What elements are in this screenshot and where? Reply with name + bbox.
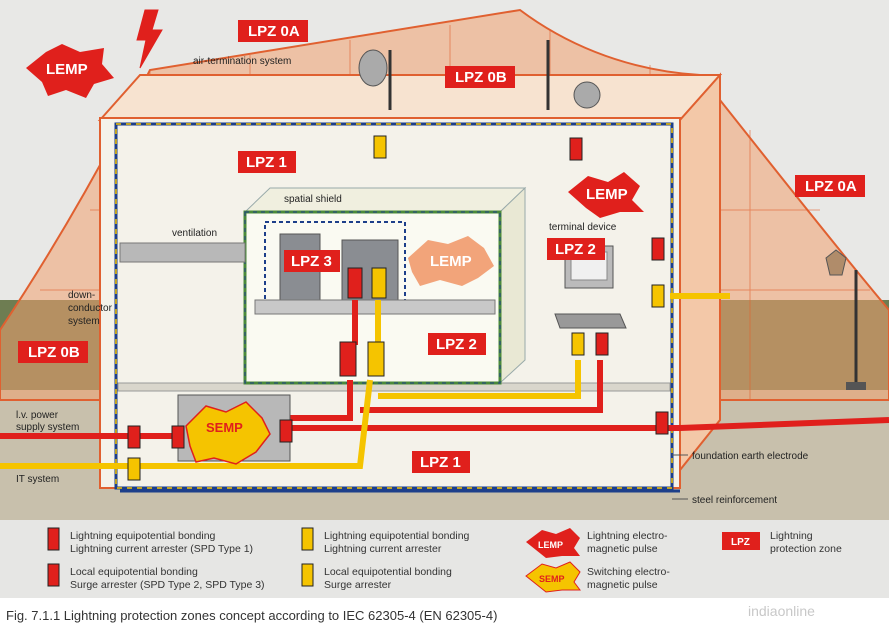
legend-item7-badge: LPZ [731, 537, 750, 548]
caption-bar: Fig. 7.1.1 Lightning protection zones co… [0, 598, 889, 637]
zone-box-lpz1-lower [412, 451, 470, 473]
zone-box-lpz0b-left [18, 341, 88, 363]
legend-icon-surge-arrester-it [301, 563, 314, 587]
spd-wall-lamp [651, 237, 665, 261]
spd-terminal-1 [571, 332, 585, 356]
label-it-system: IT system [16, 474, 59, 485]
zone-box-lpz2-center [428, 333, 486, 355]
camera-dome [573, 81, 601, 109]
spd-outgoing [655, 411, 669, 435]
figure-caption: Fig. 7.1.1 Lightning protection zones co… [6, 608, 497, 623]
legend-item6-line1: Switching electro- [587, 566, 670, 578]
zone-lpz3: LPZ 3 [291, 253, 332, 270]
spd-cabinet-1 [347, 267, 363, 299]
legend-item7-line2: protection zone [770, 543, 842, 555]
zone-lpz0a-right: LPZ 0A [805, 178, 857, 195]
legend-item1-line2: Lightning current arrester (SPD Type 1) [70, 543, 253, 555]
legend-item4-line1: Local equipotential bonding [324, 566, 452, 578]
lightning-bolt-icon [136, 9, 163, 69]
zone-lpz1-upper: LPZ 1 [246, 154, 287, 171]
legend-item6-badge: SEMP [539, 574, 565, 584]
legend: Lightning equipotential bonding Lightnin… [0, 520, 889, 598]
spatial-shield-side [499, 186, 526, 385]
data-line [0, 293, 730, 469]
label-air-termination: air-termination system [193, 56, 291, 67]
spd-type2-semp [279, 419, 293, 443]
legend-icon-spd-type1 [47, 527, 60, 551]
legend-item2-line1: Local equipotential bonding [70, 566, 198, 578]
lemp-right-text: LEMP [586, 186, 628, 203]
zone-lpz0a-top: LPZ 0A [248, 23, 300, 40]
legend-icon-lightning-arrester-it [301, 527, 314, 551]
legend-item6-line2: magnetic pulse [587, 579, 658, 591]
lpz1-shield [114, 122, 674, 490]
spd-symbols [127, 135, 669, 481]
watermark: indiaonline [748, 603, 815, 619]
lemp-center-text: LEMP [430, 253, 472, 270]
lemp-left-text: LEMP [46, 61, 88, 78]
legend-icon-spd-type2 [47, 563, 60, 587]
legend-item5-badge: LEMP [538, 540, 563, 550]
lpz-diagram: LPZ 0A LPZ 0B LPZ 0A LPZ 0B LPZ 1 LPZ 1 … [0, 0, 889, 520]
label-lv-power-1: l.v. power [16, 410, 59, 421]
street-lamp-head [825, 249, 847, 276]
spd-distribution-2 [367, 341, 385, 377]
antenna-dish [358, 49, 388, 87]
legend-item1-line1: Lightning equipotential bonding [70, 530, 216, 542]
zone-lpz0b-top: LPZ 0B [455, 69, 507, 86]
ventilation-duct [119, 242, 246, 263]
legend-item3-line1: Lightning equipotential bonding [324, 530, 470, 542]
label-down-conductor-2: conductor [68, 303, 113, 314]
legend-item7-line1: Lightning [770, 530, 813, 542]
semp-text: SEMP [206, 420, 243, 435]
zone-box-lpz0a-top [238, 20, 308, 42]
spd-roof-camera [569, 137, 583, 161]
spd-type2-power [171, 425, 185, 449]
semp-badge [185, 401, 271, 465]
spd-terminal-2 [595, 332, 609, 356]
legend-icon-lpz [722, 532, 760, 550]
zone-box-lpz1-upper [238, 151, 296, 173]
zone-box-lpz0a-right [795, 175, 865, 197]
zone-box-lpz2-terminal [547, 238, 605, 260]
lemp-badge-center [408, 236, 494, 286]
zone-box-lpz3 [284, 250, 340, 272]
spd-type1-it [127, 457, 141, 481]
zone-box-lpz0b-top [445, 66, 515, 88]
legend-item3-line2: Lightning current arrester [324, 543, 442, 555]
label-steel: steel reinforcement [692, 495, 777, 506]
legend-icon-semp [525, 561, 581, 593]
label-lv-power-2: supply system [16, 422, 79, 433]
spd-cabinet-2 [371, 267, 387, 299]
label-down-conductor-3: system [68, 316, 100, 327]
building-roof [97, 74, 723, 121]
legend-item4-line2: Surge arrester [324, 579, 392, 591]
label-spatial-shield: spatial shield [284, 194, 342, 205]
terminal-keyboard [554, 313, 627, 329]
label-foundation: foundation earth electrode [692, 451, 809, 462]
label-terminal-device: terminal device [549, 222, 617, 233]
zone-lpz2-center: LPZ 2 [436, 336, 477, 353]
spd-type1-power [127, 425, 141, 449]
label-ventilation: ventilation [172, 228, 217, 239]
legend-icon-lemp [526, 528, 580, 558]
lemp-badge-right [568, 172, 644, 218]
zone-lpz1-lower: LPZ 1 [420, 454, 461, 471]
legend-item2-line2: Surge arrester (SPD Type 2, SPD Type 3) [70, 579, 265, 591]
zone-lpz0b-left: LPZ 0B [28, 344, 80, 361]
legend-item5-line2: magnetic pulse [587, 543, 658, 555]
lemp-badge-left [26, 44, 114, 98]
spd-wall-camera [651, 284, 665, 308]
label-down-conductor-1: down- [68, 290, 95, 301]
zone-lpz2-terminal: LPZ 2 [555, 241, 596, 258]
spd-distribution-1 [339, 341, 357, 377]
legend-item5-line1: Lightning electro- [587, 530, 668, 542]
building-right-side [679, 72, 721, 473]
spd-roof-antenna [373, 135, 387, 159]
